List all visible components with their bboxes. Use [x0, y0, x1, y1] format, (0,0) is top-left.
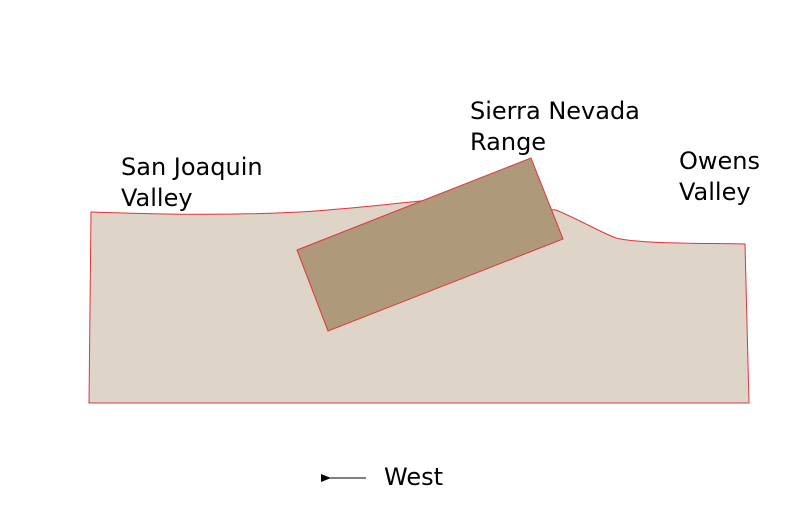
- label-direction-west: West: [384, 463, 443, 491]
- label-san-joaquin-valley: San Joaquin Valley: [121, 153, 270, 212]
- label-owens-valley: Owens Valley: [679, 147, 768, 206]
- label-sierra-nevada-range: Sierra Nevada Range: [470, 97, 648, 156]
- sierra-nevada-tilted-block: [296, 157, 564, 332]
